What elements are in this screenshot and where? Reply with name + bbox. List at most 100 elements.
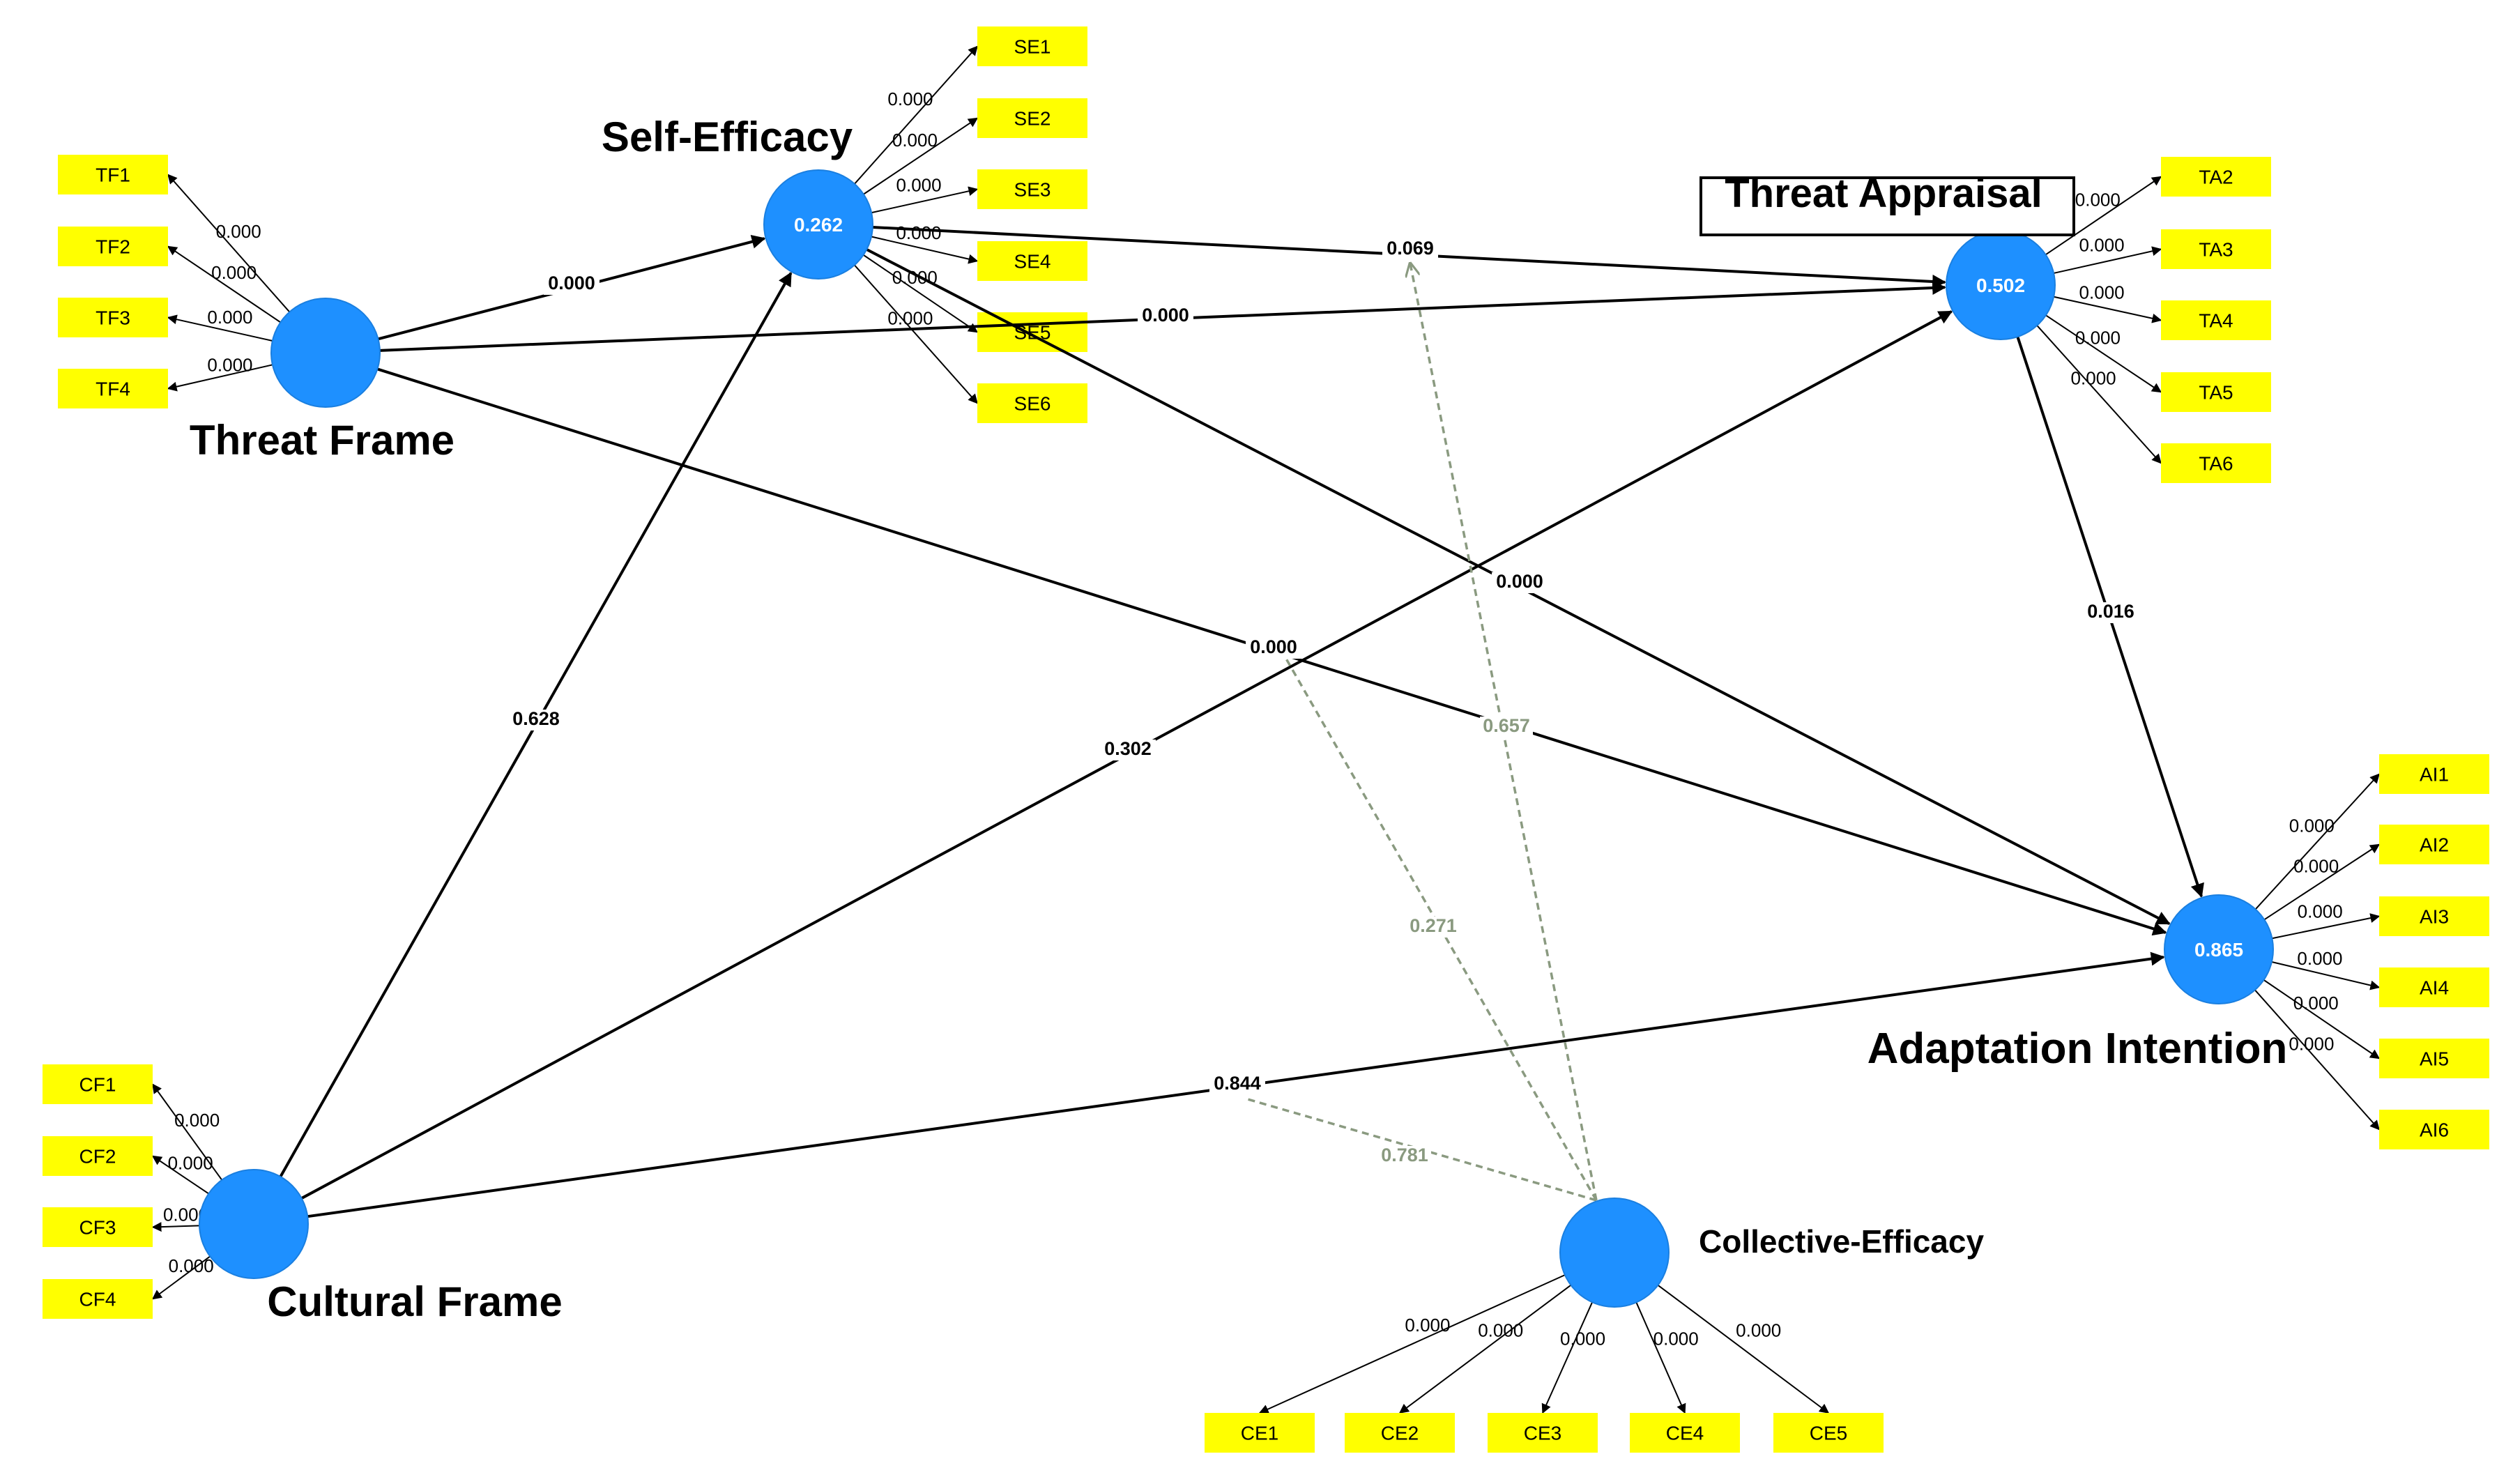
path-label-bg bbox=[1209, 1074, 1265, 1095]
loading-value: 0.000 bbox=[2297, 948, 2342, 969]
latent-collective-efficacy[interactable]: Collective-Efficacy bbox=[1559, 1198, 1984, 1308]
indicator-label: CF4 bbox=[79, 1289, 116, 1310]
loading-arrow bbox=[151, 1222, 200, 1232]
indicator-box bbox=[43, 1279, 153, 1319]
moderation-cf-ai[interactable]: 0.781 bbox=[1247, 1098, 1597, 1202]
loading-arrow bbox=[1258, 1274, 1566, 1414]
indicator-box bbox=[2161, 300, 2271, 340]
path-coefficient: 0.000 bbox=[1142, 305, 1189, 326]
path-se-ta[interactable]: 0.069 bbox=[872, 225, 1947, 289]
loading-arrow bbox=[1398, 1284, 1572, 1414]
r-squared-value: 0.502 bbox=[1976, 275, 2025, 296]
moderation-tf-ai[interactable]: 0.271 bbox=[1285, 658, 1598, 1201]
indicator-label: TF1 bbox=[96, 165, 130, 186]
latent-threat-frame[interactable]: Threat Frame bbox=[190, 298, 455, 464]
loading-value: 0.000 bbox=[1405, 1315, 1450, 1336]
loading-value: 0.000 bbox=[168, 1152, 213, 1173]
indicator-box bbox=[977, 312, 1087, 352]
loading-arrow bbox=[863, 117, 979, 195]
path-coefficient: 0.000 bbox=[548, 273, 595, 293]
path-tf-ta[interactable]: 0.000 bbox=[379, 280, 1947, 352]
loading-value: 0.000 bbox=[887, 89, 933, 109]
indicator-label: AI1 bbox=[2420, 764, 2449, 786]
indicator-ce4[interactable]: CE4 0.000 bbox=[1630, 1302, 1740, 1453]
loading-arrow bbox=[854, 264, 978, 404]
moderation-coefficient: 0.271 bbox=[1410, 915, 1457, 936]
path-coefficient: 0.302 bbox=[1104, 738, 1152, 759]
path-label-bg bbox=[1100, 740, 1156, 760]
loading-value: 0.000 bbox=[2079, 282, 2125, 303]
path-label-bg bbox=[1246, 638, 1301, 659]
indicator-box bbox=[1488, 1413, 1598, 1453]
latent-circle bbox=[199, 1169, 309, 1279]
indicator-box bbox=[1773, 1413, 1884, 1453]
moderation-se-ta[interactable]: 0.657 bbox=[1410, 263, 1598, 1201]
loading-arrow bbox=[2254, 773, 2380, 910]
loading-arrow bbox=[151, 1255, 211, 1300]
loading-arrow bbox=[2271, 961, 2381, 990]
path-coefficient: 0.069 bbox=[1387, 238, 1434, 259]
indicator-label: SE1 bbox=[1014, 36, 1051, 58]
path-ta-ai[interactable]: 0.016 bbox=[2016, 336, 2204, 898]
indicator-box bbox=[977, 98, 1087, 138]
indicator-label: CE4 bbox=[1666, 1423, 1704, 1444]
loading-arrow bbox=[2254, 989, 2380, 1131]
loading-value: 0.000 bbox=[2289, 815, 2335, 836]
latent-cultural-frame[interactable]: Cultural Frame bbox=[199, 1169, 563, 1325]
loading-value: 0.000 bbox=[1653, 1329, 1699, 1349]
path-se-ai[interactable]: 0.000 bbox=[866, 248, 2171, 925]
path-tf-se[interactable]: 0.000 bbox=[377, 235, 766, 341]
path-tf-ai[interactable]: 0.000 bbox=[376, 367, 2167, 936]
path-cf-ai[interactable]: 0.844 bbox=[307, 951, 2165, 1218]
indicator-box bbox=[43, 1207, 153, 1247]
loading-value: 0.000 bbox=[2289, 1033, 2334, 1054]
path-cf-ta[interactable]: 0.302 bbox=[300, 310, 1953, 1200]
moderation-label-bg bbox=[1378, 1146, 1431, 1167]
loading-value: 0.000 bbox=[2079, 235, 2125, 256]
loading-value: 0.000 bbox=[1560, 1329, 1605, 1349]
path-label-bg bbox=[508, 710, 564, 730]
indicator-box bbox=[2161, 229, 2271, 269]
indicator-ai1[interactable]: AI1 0.000 bbox=[2254, 754, 2489, 910]
loading-arrow bbox=[2045, 176, 2162, 256]
loading-value: 0.000 bbox=[1736, 1319, 1781, 1340]
indicator-box bbox=[977, 169, 1087, 209]
latent-circle bbox=[763, 169, 873, 280]
path-cf-se[interactable]: 0.628 bbox=[279, 271, 793, 1178]
indicator-se1[interactable]: SE1 0.000 bbox=[854, 26, 1087, 185]
indicator-ce5[interactable]: CE5 0.000 bbox=[1657, 1284, 1884, 1453]
indicator-label: CE5 bbox=[1810, 1423, 1847, 1444]
